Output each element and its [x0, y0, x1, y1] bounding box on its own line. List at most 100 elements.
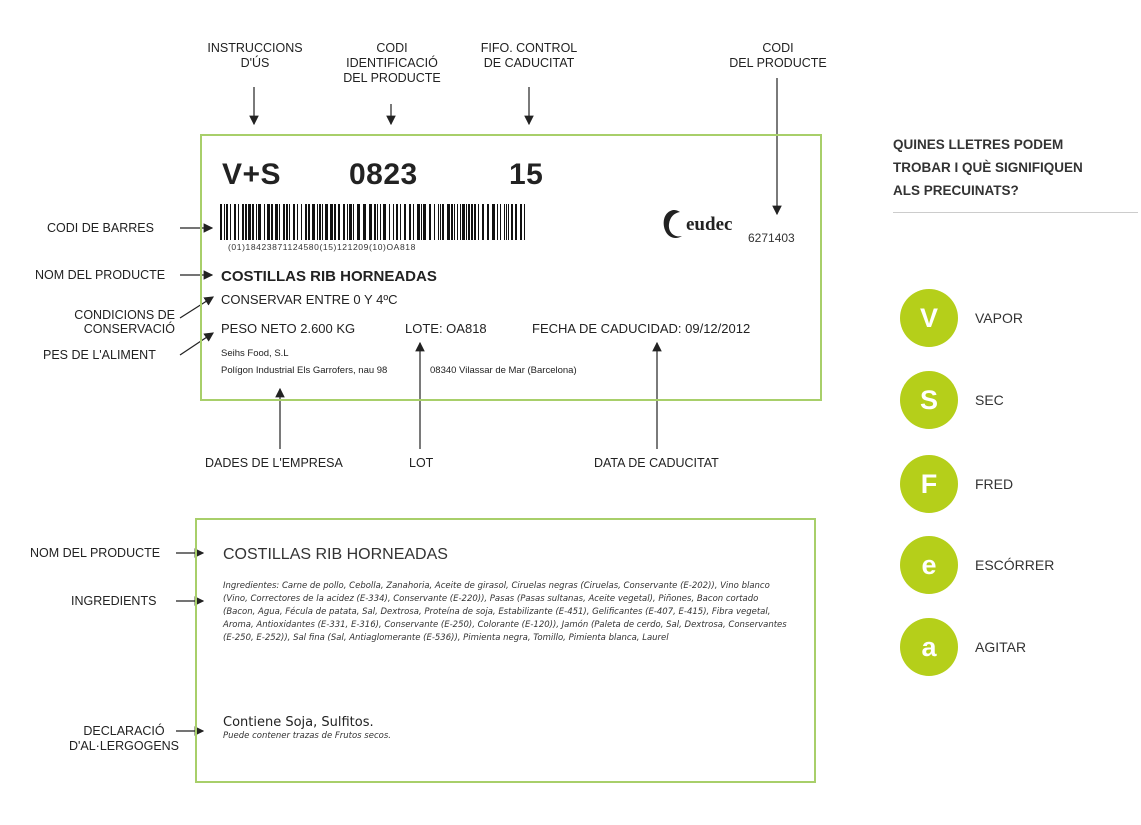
callout-conservation: CONDICIONS DE CONSERVACIÓ	[74, 308, 175, 336]
letter-badge-f: F	[900, 455, 958, 513]
barcode-bar	[279, 204, 280, 240]
sidebar-title: QUINES LLETRES PODEM TROBAR I QUÈ SIGNIF…	[893, 137, 1083, 198]
barcode-bar	[363, 204, 366, 240]
barcode-bar	[297, 204, 298, 240]
barcode-bar	[492, 204, 495, 240]
barcode-bar	[343, 204, 345, 240]
barcode-bar	[442, 204, 444, 240]
barcode-bar	[319, 204, 321, 240]
barcode-bar	[500, 204, 501, 240]
barcode-bar	[325, 204, 328, 240]
barcode-bar	[369, 204, 372, 240]
barcode-bar	[377, 204, 378, 240]
letter-badge-a: a	[900, 618, 958, 676]
letter-badge-v: V	[900, 289, 958, 347]
ingredients-text: Ingredientes: Carne de pollo, Cebolla, Z…	[223, 581, 787, 643]
product-name-2: COSTILLAS RIB HORNEADAS	[223, 546, 448, 563]
barcode-bar	[462, 204, 465, 240]
barcode	[220, 204, 525, 240]
barcode-bar	[271, 204, 273, 240]
barcode-bar	[396, 204, 398, 240]
callout-product-code: CODI DEL PRODUCTE	[729, 41, 827, 70]
expiry-text: FECHA DE CADUCIDAD: 09/12/2012	[532, 321, 751, 336]
barcode-bar	[389, 204, 390, 240]
code-product-id: 0823	[349, 158, 418, 191]
barcode-bar	[242, 204, 244, 240]
barcode-bar	[454, 204, 455, 240]
callout-product-id: CODI IDENTIFICACIÓ DEL PRODUCTE	[343, 41, 441, 85]
barcode-bar	[460, 204, 461, 240]
code-instructions: V+S	[222, 158, 282, 191]
company-address: Polígon Industrial Els Garrofers, nau 98	[221, 365, 388, 376]
callout-ingredients: INGREDIENTS	[71, 594, 157, 608]
barcode-bar	[434, 204, 435, 240]
barcode-bar	[504, 204, 505, 240]
barcode-bar	[429, 204, 431, 240]
product-label-front: V+S 0823 15 (01)18423871124580(15)121209…	[200, 134, 822, 401]
traces-text: Puede contener trazas de Frutos secos.	[223, 731, 391, 741]
barcode-bar	[245, 204, 247, 240]
barcode-text: (01)18423871124580(15)121209(10)OA818	[228, 242, 416, 252]
barcode-bar	[451, 204, 453, 240]
barcode-bar	[305, 204, 307, 240]
barcode-bar	[322, 204, 323, 240]
barcode-bar	[497, 204, 498, 240]
product-label-back: COSTILLAS RIB HORNEADAS Ingredientes: Ca…	[195, 518, 816, 783]
barcode-bar	[487, 204, 489, 240]
letter-label-vapor: VAPOR	[975, 310, 1023, 326]
barcode-bar	[308, 204, 310, 240]
callout-expiry: DATA DE CADUCITAT	[594, 456, 719, 470]
letter-label-escorrer: ESCÓRRER	[975, 557, 1055, 573]
barcode-bar	[353, 204, 354, 240]
barcode-bar	[267, 204, 270, 240]
letter-label-sec: SEC	[975, 392, 1004, 408]
barcode-bar	[413, 204, 414, 240]
barcode-bar	[421, 204, 422, 240]
barcode-bar	[238, 204, 239, 240]
callout-barcode: CODI DE BARRES	[47, 221, 154, 235]
barcode-bar	[471, 204, 473, 240]
product-name: COSTILLAS RIB HORNEADAS	[221, 268, 437, 285]
allergens-text: Contiene Soja, Sulfitos.	[223, 715, 374, 730]
barcode-bar	[380, 204, 381, 240]
barcode-bar	[293, 204, 295, 240]
barcode-bar	[301, 204, 302, 240]
barcode-bar	[312, 204, 315, 240]
barcode-bar	[520, 204, 522, 240]
company-city: 08340 Vilassar de Mar (Barcelona)	[430, 365, 577, 376]
barcode-bar	[224, 204, 225, 240]
barcode-bar	[248, 204, 251, 240]
barcode-bar	[347, 204, 348, 240]
callout-fifo: FIFO. CONTROL DE CADUCITAT	[480, 41, 578, 70]
product-code: 6271403	[748, 231, 795, 245]
letter-label-fred: FRED	[975, 476, 1014, 492]
eudec-logo: eudec	[660, 208, 732, 242]
barcode-bar	[226, 204, 228, 240]
barcode-bar	[468, 204, 470, 240]
barcode-bar	[457, 204, 458, 240]
barcode-bar	[508, 204, 509, 240]
conservation-text: CONSERVAR ENTRE 0 Y 4ºC	[221, 292, 398, 307]
barcode-bar	[330, 204, 333, 240]
barcode-bar	[357, 204, 360, 240]
callout-company: DADES DE L'EMPRESA	[205, 456, 343, 470]
barcode-bar	[230, 204, 231, 240]
barcode-bar	[440, 204, 441, 240]
barcode-bar	[374, 204, 376, 240]
barcode-bar	[482, 204, 484, 240]
callout-allergens: DECLARACIÓ D'AL·LERGOGENS	[68, 724, 180, 753]
barcode-bar	[400, 204, 401, 240]
barcode-bar	[393, 204, 394, 240]
barcode-bar	[252, 204, 254, 240]
barcode-bar	[383, 204, 386, 240]
barcode-bar	[286, 204, 288, 240]
company-name: Seihs Food, S.L	[221, 348, 289, 359]
barcode-bar	[447, 204, 450, 240]
barcode-bar	[511, 204, 513, 240]
lot-text: LOTE: OA818	[405, 321, 487, 336]
barcode-bar	[409, 204, 411, 240]
barcode-bar	[506, 204, 507, 240]
weight-text: PESO NETO 2.600 KG	[221, 321, 356, 336]
brand-name: eudec	[686, 214, 733, 235]
